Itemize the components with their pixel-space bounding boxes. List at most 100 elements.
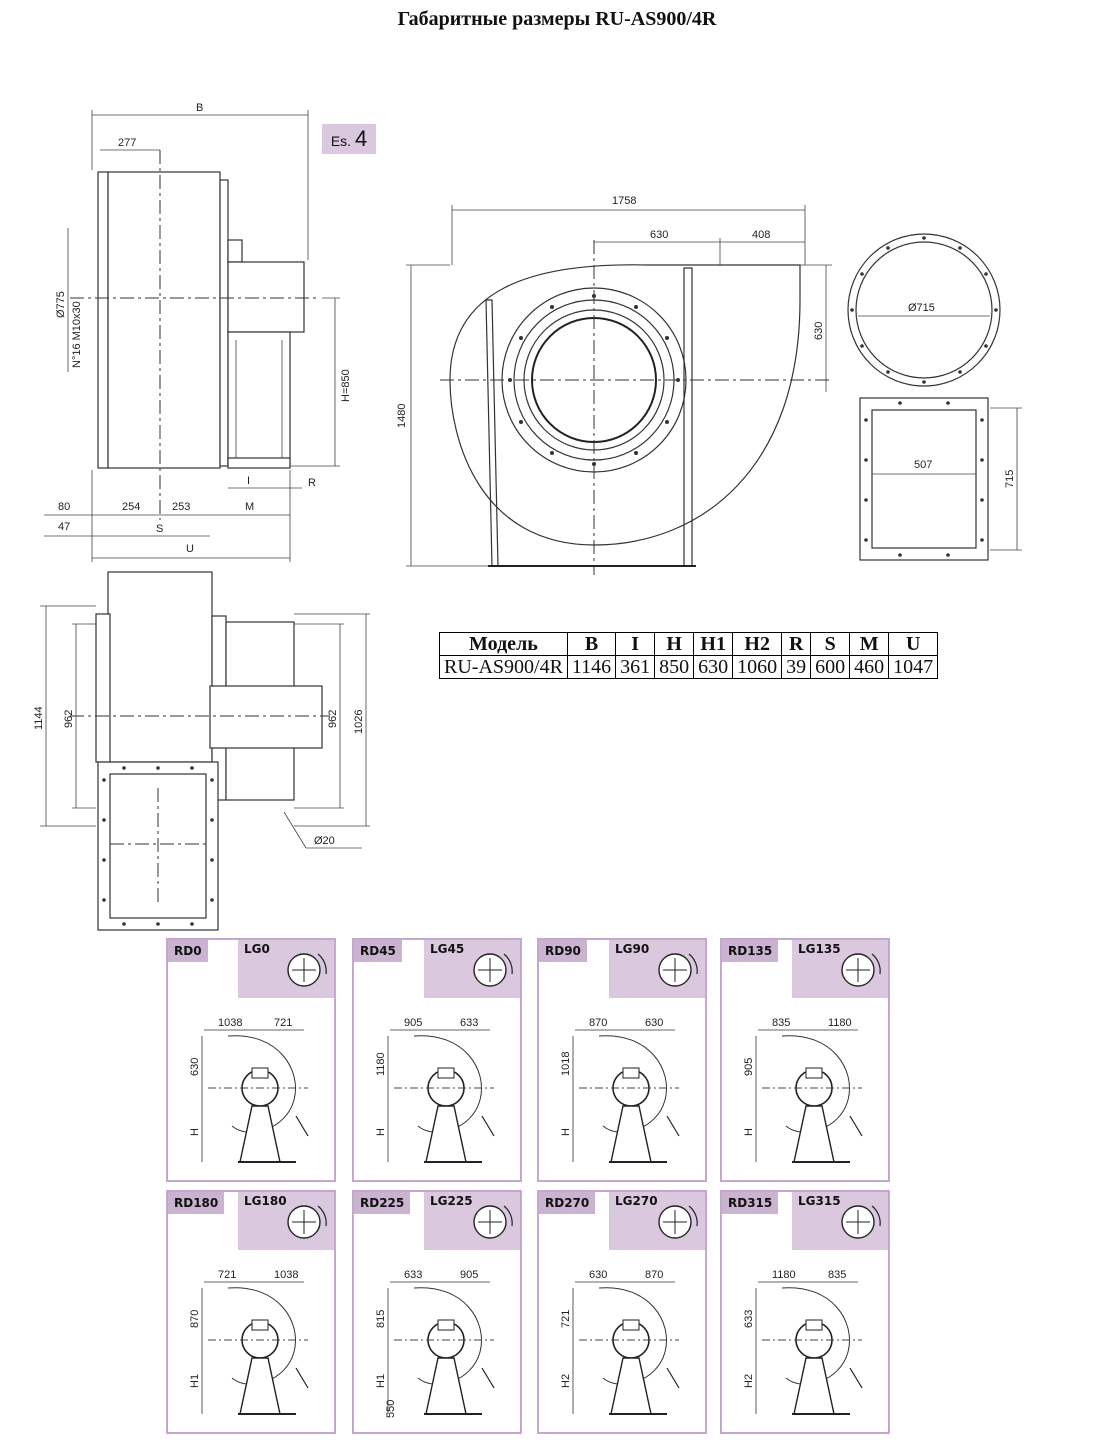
card-sketch: 630 870 721 H2: [560, 1205, 698, 1415]
card-dim-v1: 905: [743, 1058, 755, 1076]
card-lg-label: LG90: [615, 942, 650, 956]
dim-1144: 1144: [33, 706, 45, 730]
card-dim-v3: 550: [385, 1400, 397, 1418]
card-dim-v2: H: [743, 1128, 755, 1136]
rotation-icon: [287, 953, 327, 987]
badge-prefix: Es.: [330, 133, 352, 149]
spec-table: Модель B I H H1 H2 R S M U RU-AS900/4R 1…: [439, 632, 939, 679]
card-rd-label: RD270: [539, 1192, 596, 1214]
orientation-card: LG270 RD270 630 870 721 H2: [537, 1190, 707, 1434]
card-rd-label: RD0: [168, 940, 208, 962]
card-dim-a: 835: [772, 1017, 790, 1029]
col-u: U: [888, 632, 939, 656]
card-dim-v1: 1180: [375, 1052, 387, 1076]
card-dim-v1: 633: [743, 1310, 755, 1328]
dim-m: M: [245, 501, 254, 513]
dim-715-rect: 715: [1004, 470, 1016, 488]
card-dim-a: 630: [589, 1269, 607, 1281]
col-i: I: [615, 632, 656, 656]
rotation-icon: [287, 1205, 327, 1239]
orientation-card: LG0 RD0 1038 721 630 H: [166, 938, 336, 1182]
dim-775: Ø775: [55, 291, 67, 318]
dim-80: 80: [58, 501, 70, 513]
dim-u: U: [186, 543, 194, 555]
card-dim-b: 835: [828, 1269, 846, 1281]
col-r: R: [781, 632, 812, 656]
card-dim-v2: H: [189, 1128, 201, 1136]
dim-962b: 962: [327, 710, 339, 728]
card-dim-b: 1038: [274, 1269, 298, 1281]
dim-507: 507: [914, 459, 932, 471]
cell-u: 1047: [888, 655, 939, 679]
inlet-flange: Ø715: [847, 233, 1001, 387]
card-dim-b: 633: [460, 1017, 478, 1029]
badge-number: 4: [354, 126, 368, 151]
dim-s: S: [156, 523, 163, 535]
rotation-icon: [473, 953, 513, 987]
card-rd-label: RD315: [722, 1192, 779, 1214]
card-dim-v1: 630: [189, 1058, 201, 1076]
dim-630a: 630: [650, 229, 668, 241]
rotation-icon: [658, 1205, 698, 1239]
front-view: 1758 630 408 1480 630: [396, 195, 832, 575]
cell-h1: 630: [693, 655, 734, 679]
dim-h850: H=850: [340, 369, 352, 402]
dim-715-circle: Ø715: [908, 302, 935, 314]
dim-962a: 962: [63, 710, 75, 728]
cell-r: 39: [781, 655, 812, 679]
figure-badge: Es. 4: [322, 124, 376, 154]
card-lg-label: LG315: [798, 1194, 841, 1208]
dimension-drawing: B 277 Ø775 N°16 M10x30 H=850 I R 80 254: [33, 102, 1022, 931]
card-sketch: 721 1038 870 H1: [189, 1205, 327, 1415]
card-rd-label: RD225: [354, 1192, 411, 1214]
dim-1480: 1480: [396, 404, 408, 428]
cell-model: RU-AS900/4R: [439, 655, 568, 679]
orientation-card: LG90 RD90 870 630 1018 H: [537, 938, 707, 1182]
card-sketch: 1180 835 633 H2: [743, 1205, 881, 1415]
card-lg-label: LG225: [430, 1194, 473, 1208]
card-rd-label: RD45: [354, 940, 402, 962]
card-dim-b: 905: [460, 1269, 478, 1281]
card-dim-b: 870: [645, 1269, 663, 1281]
dim-1026: 1026: [353, 710, 365, 734]
dim-i: I: [247, 475, 250, 487]
rotation-icon: [473, 1205, 513, 1239]
rotation-icon: [841, 1205, 881, 1239]
cell-h2: 1060: [732, 655, 783, 679]
dim-277: 277: [118, 137, 136, 149]
card-dim-a: 721: [218, 1269, 236, 1281]
cell-h: 850: [654, 655, 695, 679]
card-rd-label: RD135: [722, 940, 779, 962]
orientation-card: LG45 RD45 905 633 1180 H: [352, 938, 522, 1182]
card-dim-v2: H1: [189, 1374, 201, 1388]
card-sketch: 835 1180 905 H: [743, 953, 881, 1163]
col-s: S: [810, 632, 851, 656]
cell-s: 600: [810, 655, 851, 679]
card-lg-label: LG270: [615, 1194, 658, 1208]
card-dim-v1: 815: [375, 1310, 387, 1328]
col-h2: H2: [732, 632, 783, 656]
rotation-icon: [658, 953, 698, 987]
col-model: Модель: [439, 632, 568, 656]
card-dim-v1: 721: [560, 1310, 572, 1328]
card-lg-label: LG0: [244, 942, 270, 956]
dim-20: Ø20: [314, 835, 335, 847]
top-view: 1144 962 962 1026 Ø20: [33, 571, 370, 931]
card-dim-v1: 870: [189, 1310, 201, 1328]
orientation-card: LG135 RD135 835 1180 905 H: [720, 938, 890, 1182]
orientation-card: LG225 RD225 633 905 815 H1 550: [352, 1190, 522, 1434]
dim-253: 253: [172, 501, 190, 513]
rotation-icon: [841, 953, 881, 987]
dim-408: 408: [752, 229, 770, 241]
card-lg-label: LG135: [798, 942, 841, 956]
card-dim-v2: H2: [743, 1374, 755, 1388]
card-lg-label: LG180: [244, 1194, 287, 1208]
col-b: B: [566, 632, 617, 656]
inlet-bolt-holes: [508, 294, 680, 466]
page-title: Габаритные размеры RU-AS900/4R: [397, 8, 717, 30]
card-lg-tab: LG0: [238, 940, 334, 998]
card-sketch: 870 630 1018 H: [560, 953, 698, 1163]
outlet-flange: 507 715: [859, 397, 1022, 561]
card-sketch: 633 905 815 H1 550: [375, 1205, 513, 1418]
card-rd-label: RD180: [168, 1192, 225, 1214]
